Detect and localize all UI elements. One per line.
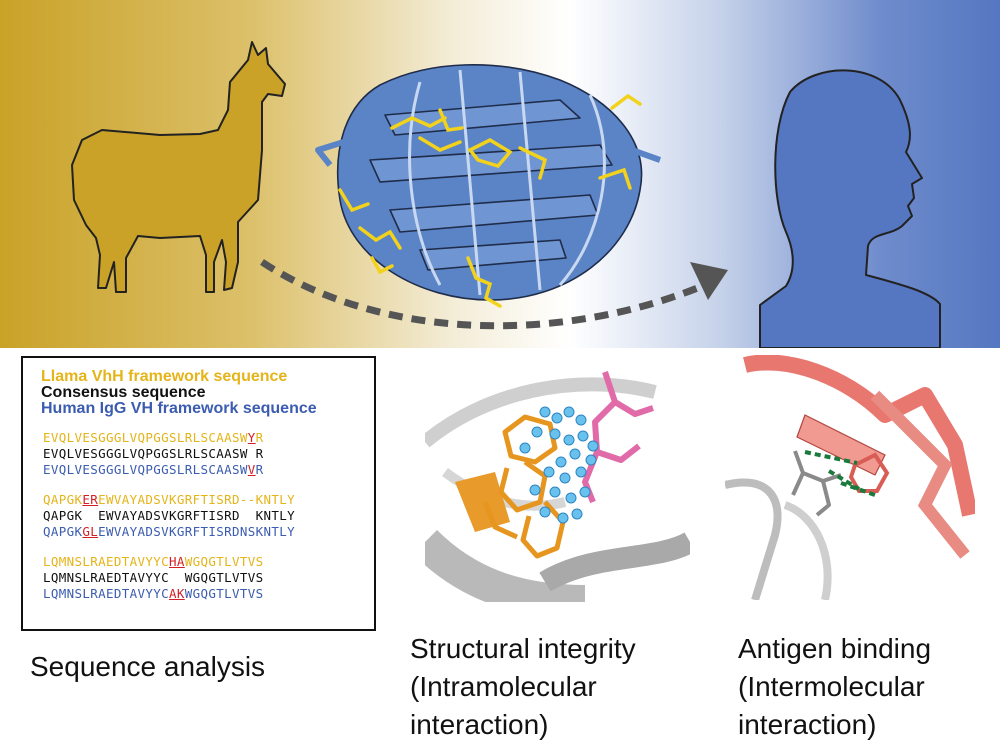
structural-integrity-panel bbox=[425, 352, 690, 602]
caption-structural-line-1: Structural integrity bbox=[410, 633, 636, 664]
mutation-site: Y bbox=[247, 430, 256, 445]
mutation-site: ER bbox=[82, 492, 99, 507]
human-head-silhouette bbox=[759, 69, 941, 348]
caption-sequence-analysis: Sequence analysis bbox=[30, 651, 266, 682]
contact-lines bbox=[804, 450, 876, 497]
framework-sidechains bbox=[338, 93, 642, 308]
caption-antigen-line-3: interaction) bbox=[738, 709, 877, 740]
seq-consensus-3: LQMNSLRAEDTAVYYC WGQGTLVTVS bbox=[43, 570, 264, 585]
mutation-site: V bbox=[247, 462, 256, 477]
intramolecular-structure bbox=[425, 352, 690, 602]
humanization-arrow bbox=[260, 259, 707, 330]
intermolecular-structure bbox=[725, 355, 975, 600]
seq-llama-3: LQMNSLRAEDTAVYYCHAWGQGTLVTVS bbox=[43, 554, 264, 569]
caption-antigen-line-1: Antigen binding bbox=[738, 633, 932, 664]
seq-human-1: EVQLVESGGGLVQPGGSLRLSCAASWVR bbox=[43, 462, 264, 477]
caption-structural-line-3: interaction) bbox=[410, 709, 549, 740]
seq-consensus-1: EVQLVESGGGLVQPGGSLRLSCAASW R bbox=[43, 446, 264, 461]
sequence-alignment-box: Llama VhH framework sequence Consensus s… bbox=[21, 356, 376, 631]
seq-llama-1: EVQLVESGGGLVQPGGSLRLSCAASWYR bbox=[43, 430, 264, 445]
caption-antigen-line-2: (Intermolecular bbox=[738, 671, 925, 702]
llama-silhouette bbox=[71, 41, 286, 293]
banner-illustration bbox=[71, 41, 941, 348]
nanobody-structure bbox=[315, 64, 662, 301]
seq-llama-2: QAPGKEREWVAYADSVKGRFTISRD--KNTLY bbox=[43, 492, 296, 507]
legend-llama: Llama VhH framework sequence bbox=[41, 368, 288, 385]
antigen-binding-panel bbox=[725, 355, 975, 600]
seq-human-2: QAPGKGLEWVAYADSVKGRFTISRDNSKNTLY bbox=[43, 524, 296, 539]
caption-structural-line-2: (Intramolecular bbox=[410, 671, 597, 702]
arrow-head-icon bbox=[690, 262, 728, 300]
seq-consensus-2: QAPGK EWVAYADSVKGRFTISRD KNTLY bbox=[43, 508, 296, 523]
legend-human: Human IgG VH framework sequence bbox=[41, 400, 317, 417]
mutation-site: GL bbox=[82, 524, 99, 539]
mutation-site: AK bbox=[169, 586, 185, 601]
legend-consensus: Consensus sequence bbox=[41, 384, 206, 401]
mutation-site: HA bbox=[169, 554, 185, 569]
hydrogen-bond-network bbox=[519, 406, 599, 524]
seq-human-3: LQMNSLRAEDTAVYYCAKWGQGTLVTVS bbox=[43, 586, 264, 601]
banner-gradient bbox=[0, 0, 1000, 348]
